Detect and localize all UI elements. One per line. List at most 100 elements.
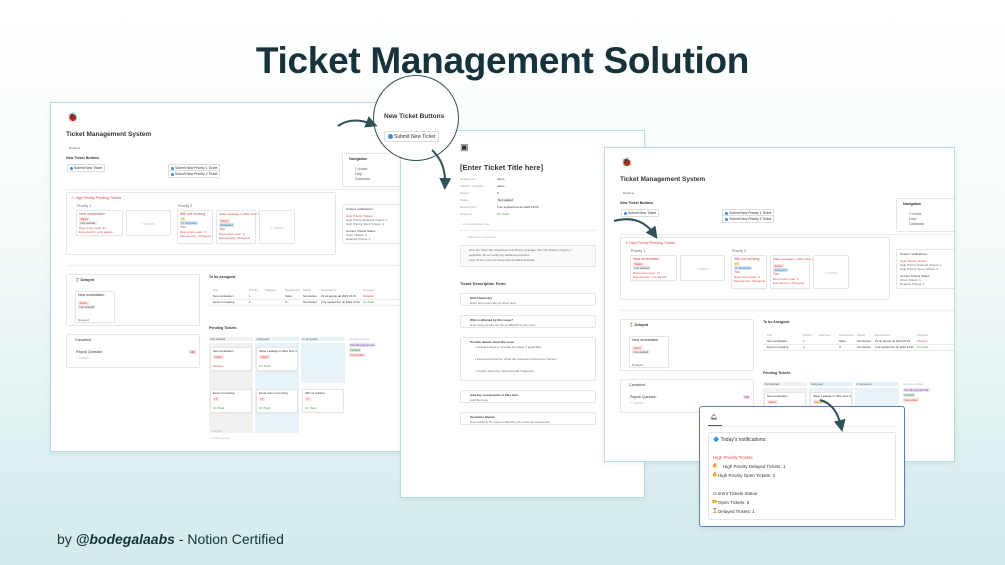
hidden-group[interactable]: Cancelled xyxy=(903,398,920,402)
readme-toggle[interactable]: Readme xyxy=(69,146,81,150)
column-header[interactable]: Progress xyxy=(917,333,929,337)
nav-help[interactable]: Help xyxy=(909,217,917,221)
notification-tab-icon[interactable]: 🛎 xyxy=(710,415,718,421)
column-header[interactable]: Department xyxy=(839,333,854,337)
ticket-card[interactable]: Water Leakage in office floor 3 Sales As… xyxy=(770,255,814,289)
table-cell[interactable]: Excel not loading xyxy=(767,345,789,349)
board-column-header[interactable]: In progress xyxy=(855,382,899,386)
hidden-group[interactable]: Pending Approval xyxy=(903,388,930,392)
form-block[interactable]: Who is affected by this issue?How many p… xyxy=(460,315,596,328)
ticket-card[interactable]: New workstation Sales Not started Delaye… xyxy=(629,336,669,368)
column-header[interactable]: Title xyxy=(767,333,773,337)
property-value[interactable]: Not started xyxy=(497,198,514,202)
property-value[interactable]: On Track xyxy=(497,212,510,216)
property-label: Status xyxy=(460,198,469,202)
notifications-panel: 🔷 Today's notifications: High Priority T… xyxy=(708,432,896,520)
column-header[interactable]: Assignee xyxy=(265,288,277,292)
group-priority-1[interactable]: Priority 1 xyxy=(77,204,92,208)
to-assign-title: To be Assigned xyxy=(209,275,236,279)
column-header[interactable]: Department xyxy=(285,288,300,292)
byline: by @bodegalaabs - Notion Certified xyxy=(57,531,284,547)
new-card-placeholder[interactable]: + Nuevo xyxy=(126,210,171,236)
form-block[interactable]: Provide details about the issue• Detaile… xyxy=(460,337,596,381)
navigation-box: Navigation Contact Help Database xyxy=(896,198,954,232)
nav-contact[interactable]: Contact xyxy=(355,167,368,171)
group-priority-2[interactable]: Priority 2 xyxy=(732,249,747,253)
column-header[interactable]: Expected by xyxy=(321,288,337,292)
hidden-group[interactable]: Closed xyxy=(349,348,362,352)
board-footer-link[interactable]: Calcular xyxy=(211,429,223,433)
column-header[interactable]: Status xyxy=(303,288,311,292)
new-card-placeholder[interactable]: + Nuevo xyxy=(259,210,295,244)
property-value[interactable]: Vacío xyxy=(497,177,505,181)
ticket-title[interactable]: [Enter Ticket Title here] xyxy=(460,163,544,172)
group-priority-2[interactable]: Priority 2 xyxy=(178,204,193,208)
cancelled-box: Cancelled Payroll Question HR + Nuevo xyxy=(66,334,200,368)
callout-title: New Ticket Buttons xyxy=(384,113,445,120)
column-header[interactable]: Progress xyxy=(363,288,375,292)
more-properties[interactable]: 11 propiedades más xyxy=(463,222,490,226)
board-column-header[interactable]: Not started xyxy=(763,382,807,386)
property-value[interactable]: 1 de septiembre de 2023 15:00 xyxy=(497,205,539,209)
submit-ticket-button[interactable]: Submit New Ticket xyxy=(67,164,106,172)
board-column-header[interactable]: Assigned xyxy=(809,382,853,386)
ticket-card[interactable]: New workstation Sales Not started Delaye… xyxy=(75,291,115,323)
table-cell[interactable]: Excel not loading xyxy=(213,300,235,304)
new-ticket-heading: New Ticket Buttons xyxy=(620,201,654,205)
table-cell: Sales xyxy=(839,339,846,343)
property-value[interactable]: II xyxy=(497,191,499,195)
delayed-box: ⏳ Delayed New workstation Sales Not star… xyxy=(620,319,754,371)
readme-toggle[interactable]: Readme xyxy=(623,191,635,195)
ticket-card[interactable]: Wifi not working IT In progress You Days… xyxy=(731,255,767,289)
hidden-group[interactable]: Closed xyxy=(903,393,916,397)
table-cell[interactable]: New workstation xyxy=(213,294,234,298)
board-column-header[interactable]: Not started xyxy=(209,337,253,341)
table-cell[interactable]: New workstation xyxy=(767,339,788,343)
ticket-card[interactable]: Wifi not working IT In progress You Days… xyxy=(177,210,213,244)
ticket-card[interactable]: Water Leakage in office floor 3 Sales As… xyxy=(216,210,260,244)
board-column-header[interactable]: In progress xyxy=(301,337,345,341)
board-footer-link[interactable]: Ocultar grupo xyxy=(211,436,230,440)
submit-p2-button[interactable]: Submit New Priority 2 Ticket xyxy=(722,215,775,223)
column-header[interactable]: Priority xyxy=(803,333,812,337)
ticket-card[interactable]: New workstation Sales Not started Days s… xyxy=(630,255,677,281)
ticket-card[interactable]: New workstation Sales Not started Days s… xyxy=(76,210,123,236)
form-title: Ticket Description Form xyxy=(460,281,506,286)
submit-ticket-button[interactable]: Submit New Ticket xyxy=(621,209,660,217)
column-header[interactable]: Assignee xyxy=(819,333,831,337)
nav-database[interactable]: Database xyxy=(909,222,925,226)
table-cell: 2 de septiembre de 2023 12:00 xyxy=(321,300,360,304)
column-header[interactable]: Status xyxy=(857,333,865,337)
property-value[interactable]: Vacío xyxy=(497,184,505,188)
board-column-header[interactable]: Assigned xyxy=(255,337,299,341)
nav-contact[interactable]: Contact xyxy=(909,212,922,216)
submit-p2-button[interactable]: Submit New Priority 2 Ticket xyxy=(168,170,221,178)
nav-database[interactable]: Database xyxy=(355,177,371,181)
notifications-mini: Today's notifications: High Priority Tic… xyxy=(896,249,954,289)
group-priority-1[interactable]: Priority 1 xyxy=(631,249,646,253)
dashboard-title: Ticket Management System xyxy=(66,131,152,138)
table-cell: IT xyxy=(839,345,842,349)
nav-help[interactable]: Help xyxy=(355,172,363,176)
column-header[interactable]: Expected by xyxy=(875,333,891,337)
hidden-group[interactable]: Cancelled xyxy=(349,353,366,357)
hidden-group[interactable]: Pending Approval xyxy=(349,343,376,347)
callout-submit-button[interactable]: Submit New Ticket xyxy=(384,131,440,142)
comment-input[interactable]: Añadir un comentario... xyxy=(467,235,499,239)
column-header[interactable]: Title xyxy=(213,288,219,292)
column-header[interactable]: Priority xyxy=(249,288,258,292)
board-column xyxy=(301,343,345,383)
new-card-placeholder[interactable]: + Nuevo xyxy=(680,255,725,281)
high-priority-box: ⚠ High Priority Pending Tickets Priority… xyxy=(66,192,336,255)
new-card-placeholder[interactable]: + Nuevo xyxy=(813,255,849,289)
property-label: Platform of applic... xyxy=(460,184,486,188)
